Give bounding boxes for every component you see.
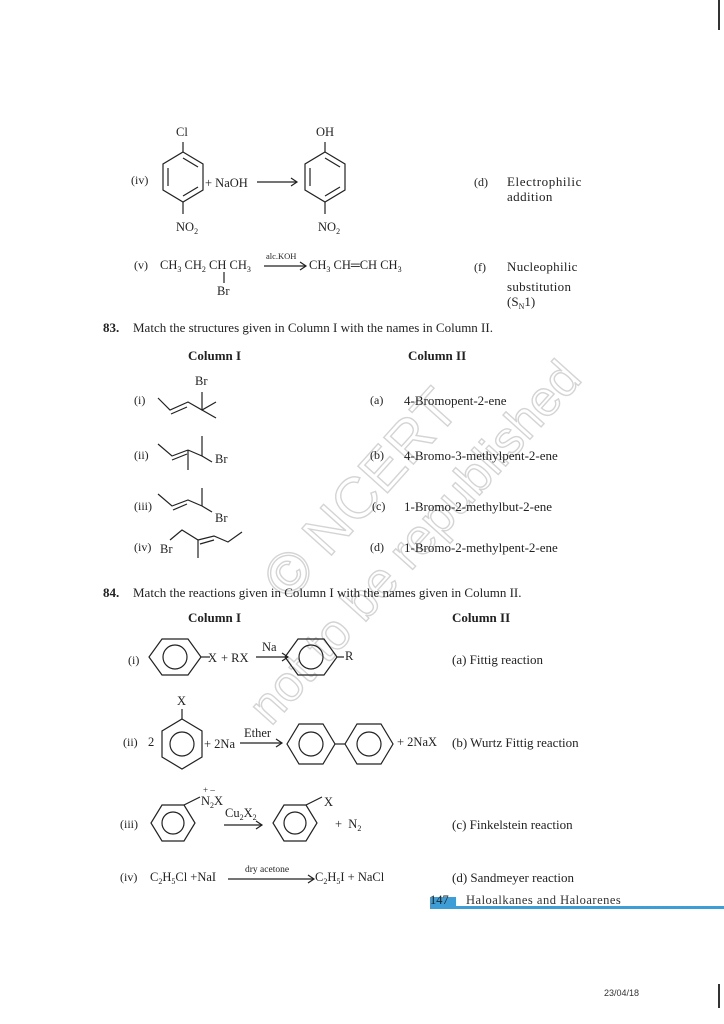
q84-r1-plus: + RX bbox=[221, 651, 249, 665]
benzene-r2 bbox=[161, 709, 203, 770]
product-no2: NO2 bbox=[318, 220, 341, 236]
q83-col1-header: Column I bbox=[188, 348, 242, 363]
br-bond bbox=[223, 272, 225, 283]
q84-r1-arrow bbox=[256, 652, 290, 662]
reaction-v-br: Br bbox=[217, 284, 230, 298]
benzene-r3-product bbox=[272, 796, 323, 842]
page-number: 147 bbox=[430, 893, 449, 907]
q84-r1-reagent: Na bbox=[262, 640, 277, 654]
q83-opt-d: (d) bbox=[370, 540, 384, 554]
q84-opt-b: (b) Wurtz Fittig reaction bbox=[452, 735, 579, 750]
benzene-r3 bbox=[150, 796, 201, 842]
q83-name-d: 1-Bromo-2-methylpent-2-ene bbox=[404, 540, 558, 555]
page-edge-top bbox=[718, 0, 720, 30]
q83-row3-br: Br bbox=[215, 511, 228, 525]
q83-opt-b: (b) bbox=[370, 448, 384, 462]
reactant-no2-text: NO2 bbox=[176, 220, 199, 236]
q84-r2-arrow bbox=[240, 738, 284, 748]
q84-opt-a: (a) Fittig reaction bbox=[452, 652, 543, 667]
q84-r3-arrow bbox=[224, 820, 264, 830]
structure-iii bbox=[157, 488, 213, 513]
q84-r2-plus: + 2Na bbox=[204, 737, 235, 751]
q83-opt-c: (c) bbox=[372, 499, 386, 513]
benzene-ring-product bbox=[304, 142, 346, 214]
q84-r2-tail: + 2NaX bbox=[397, 735, 438, 749]
q83-row4-br: Br bbox=[160, 542, 173, 556]
q83-name-b: 4-Bromo-3-methylpent-2-ene bbox=[404, 448, 558, 463]
q84-r4-label: (iv) bbox=[120, 870, 138, 884]
q83-opt-a: (a) bbox=[370, 393, 384, 407]
q84-r3-charge: + – bbox=[203, 785, 215, 795]
condition-alc-koh: alc.KOH bbox=[266, 251, 297, 261]
product-oh: OH bbox=[316, 125, 335, 139]
reaction-v-product: CH3 CH═CH CH3 bbox=[309, 258, 402, 274]
q84-r1-label: (i) bbox=[128, 653, 140, 667]
biphenyl bbox=[286, 723, 394, 765]
q84-r1-x: X bbox=[208, 651, 218, 665]
q84-text: Match the reactions given in Column I wi… bbox=[133, 585, 522, 600]
q84-opt-d: (d) Sandmeyer reaction bbox=[452, 870, 575, 885]
option-d-text-1: Electrophilic bbox=[507, 174, 582, 189]
q84-col1-header: Column I bbox=[188, 610, 242, 625]
q84-r3-tail: + N2 bbox=[335, 817, 362, 833]
watermark-line1: © NCERT bbox=[250, 376, 471, 611]
reagent-naoh: + NaOH bbox=[205, 176, 248, 190]
benzene-r1 bbox=[148, 638, 210, 676]
structure-ii bbox=[157, 436, 213, 470]
reaction-v-reactant: CH3 CH2 CH CH3 bbox=[160, 258, 251, 274]
q84-r3-reagent: Cu2X2 bbox=[225, 806, 257, 822]
reaction-v-label: (v) bbox=[134, 258, 148, 272]
q84-r4-lhs: C2H5Cl +NaI bbox=[150, 870, 217, 886]
reaction-v-arrow bbox=[264, 261, 308, 271]
q84-number: 84. bbox=[103, 585, 120, 600]
option-f-text-1: Nucleophilic bbox=[507, 259, 578, 274]
q84-r2-label: (ii) bbox=[123, 735, 138, 749]
q84-r1-r: R bbox=[345, 649, 354, 663]
q83-row2-br: Br bbox=[215, 452, 228, 466]
q83-row1-label: (i) bbox=[134, 393, 146, 407]
q84-r2-reagent: Ether bbox=[244, 726, 272, 740]
option-f-label: (f) bbox=[474, 260, 486, 274]
reaction-iv-label: (iv) bbox=[131, 173, 149, 187]
q83-text: Match the structures given in Column I w… bbox=[133, 320, 493, 335]
q83-row2-label: (ii) bbox=[134, 448, 149, 462]
q83-row1-br: Br bbox=[195, 374, 208, 388]
q84-r2-coef: 2 bbox=[148, 735, 155, 749]
page-edge-bottom bbox=[718, 984, 720, 1008]
structure-iv bbox=[169, 529, 243, 558]
reactant-cl: Cl bbox=[176, 125, 188, 139]
benzene-r1-product bbox=[284, 638, 344, 676]
footer-title: Haloalkanes and Haloarenes bbox=[466, 893, 622, 907]
watermark: © NCERT not to be republished bbox=[237, 349, 593, 735]
option-f-text-2: substitution bbox=[507, 279, 572, 294]
q83-name-c: 1-Bromo-2-methylbut-2-ene bbox=[404, 499, 553, 514]
q84-opt-c: (c) Finkelstein reaction bbox=[452, 817, 573, 832]
q83-row3-label: (iii) bbox=[134, 499, 152, 513]
structure-i-branch bbox=[201, 392, 217, 419]
q84-r3-diazo: N2X bbox=[201, 794, 224, 810]
option-d-text-2: addition bbox=[507, 189, 553, 204]
q84-r4-arrow bbox=[228, 874, 316, 884]
reaction-arrow bbox=[257, 177, 299, 187]
print-date: 23/04/18 bbox=[604, 988, 640, 998]
q84-r3-label: (iii) bbox=[120, 817, 138, 831]
q84-r4-rhs: C2H5I + NaCl bbox=[315, 870, 385, 886]
q84-r4-reagent: dry acetone bbox=[245, 865, 290, 875]
option-f-text-3: (SN1) bbox=[507, 294, 536, 311]
structure-i bbox=[157, 397, 217, 415]
q83-col2-header: Column II bbox=[408, 348, 467, 363]
q84-r3-x: X bbox=[324, 795, 334, 809]
q84-r2-x: X bbox=[177, 694, 187, 708]
footer-bar bbox=[430, 906, 724, 909]
option-d-label: (d) bbox=[474, 175, 488, 189]
q83-row4-label: (iv) bbox=[134, 540, 152, 554]
reactant-no2: NO2 bbox=[176, 220, 198, 236]
q84-col2-header: Column II bbox=[452, 610, 511, 625]
q83-number: 83. bbox=[103, 320, 120, 335]
benzene-ring-reactant bbox=[162, 142, 204, 214]
q83-name-a: 4-Bromopent-2-ene bbox=[404, 393, 507, 408]
